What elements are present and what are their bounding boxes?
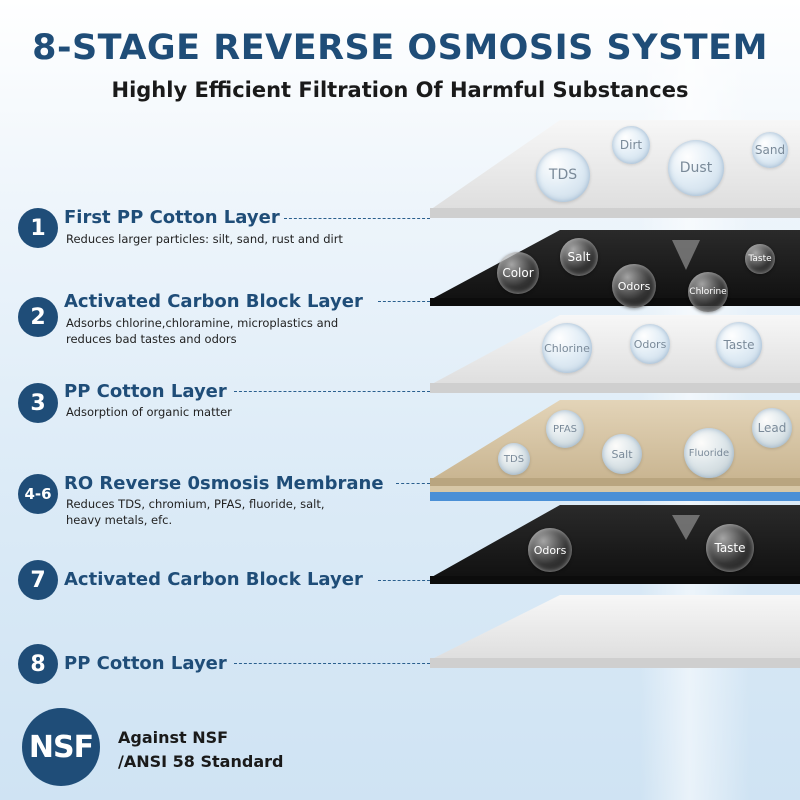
- contaminant-bubble: PFAS: [546, 410, 584, 448]
- contaminant-bubble: Lead: [752, 408, 792, 448]
- stage-number-badge: 2: [18, 297, 58, 337]
- contaminant-bubble: Fluoride: [684, 428, 734, 478]
- stage-title: PP Cotton Layer: [64, 381, 227, 402]
- stage-number-badge: 3: [18, 383, 58, 423]
- contaminant-bubble: Sand: [752, 132, 788, 168]
- stage-description: Adsorbs chlorine,chloramine, microplasti…: [66, 316, 339, 346]
- contaminant-bubble: TDS: [536, 148, 590, 202]
- contaminant-bubble: Odors: [612, 264, 656, 308]
- stage-title: Activated Carbon Block Layer: [64, 569, 363, 590]
- stage-description: Reduces TDS, chromium, PFAS, fluoride, s…: [66, 497, 325, 527]
- stage-number-badge: 8: [18, 644, 58, 684]
- layer-8-cotton: [430, 595, 800, 668]
- leader-line: [234, 663, 430, 664]
- certification-line-1: Against NSF: [118, 728, 229, 747]
- contaminant-bubble: Salt: [560, 238, 598, 276]
- stage-description: Adsorption of organic matter: [66, 405, 232, 419]
- layer-3-cotton: [430, 315, 800, 393]
- stage-description: Reduces larger particles: silt, sand, ru…: [66, 232, 343, 246]
- leader-line: [396, 483, 430, 484]
- stage-title: Activated Carbon Block Layer: [64, 291, 363, 312]
- contaminant-bubble: Chlorine: [542, 323, 592, 373]
- page-subtitle: Highly Efficient Filtration Of Harmful S…: [111, 78, 689, 102]
- certification-line-2: /ANSI 58 Standard: [118, 752, 284, 771]
- stage-title: First PP Cotton Layer: [64, 207, 280, 228]
- stage-title: PP Cotton Layer: [64, 653, 227, 674]
- stage-title: RO Reverse 0smosis Membrane: [64, 473, 384, 494]
- layer-7-carbon: [430, 505, 800, 584]
- contaminant-bubble: Chlorine: [688, 272, 728, 312]
- page-title: 8-STAGE REVERSE OSMOSIS SYSTEM: [32, 28, 768, 68]
- stage-number-badge: 1: [18, 208, 58, 248]
- nsf-logo: NSF: [22, 708, 100, 786]
- contaminant-bubble: Dust: [668, 140, 724, 196]
- contaminant-bubble: Taste: [745, 244, 775, 274]
- contaminant-bubble: Taste: [716, 322, 762, 368]
- stage-number-badge: 4-6: [18, 474, 58, 514]
- contaminant-bubble: Dirt: [612, 126, 650, 164]
- contaminant-bubble: Salt: [602, 434, 642, 474]
- contaminant-bubble: Taste: [706, 524, 754, 572]
- leader-line: [284, 218, 430, 219]
- contaminant-bubble: Odors: [528, 528, 572, 572]
- flow-arrow: [672, 240, 700, 540]
- contaminant-bubble: TDS: [498, 443, 530, 475]
- contaminant-bubble: Color: [497, 252, 539, 294]
- stage-number-badge: 7: [18, 560, 58, 600]
- leader-line: [378, 580, 430, 581]
- leader-line: [234, 391, 430, 392]
- leader-line: [378, 301, 430, 302]
- contaminant-bubble: Odors: [630, 324, 670, 364]
